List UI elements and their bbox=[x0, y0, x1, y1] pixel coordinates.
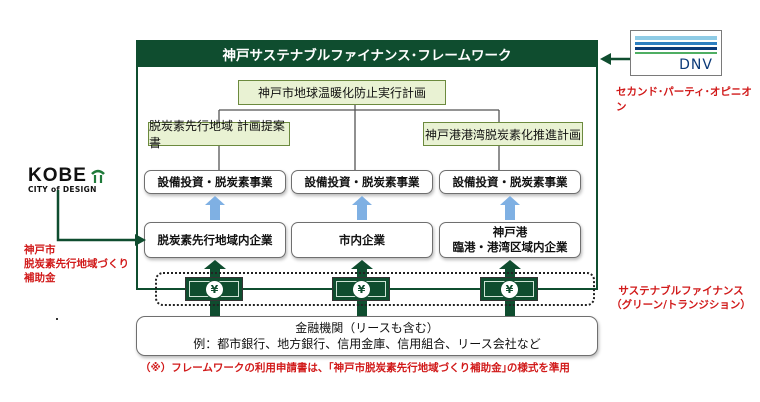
financial-institutions-examples: 例：都市銀行、地方銀行、信用金庫、信用組合、リース会社など bbox=[193, 337, 541, 351]
footnote: （※）フレームワークの利用申請書は、｢神戸市脱炭素先行地域づくり補助金｣の様式を… bbox=[140, 362, 570, 374]
dnv-logo-text: DNV bbox=[679, 57, 713, 73]
subsidy-arrow bbox=[56, 190, 146, 246]
yen-symbol: ¥ bbox=[205, 280, 224, 299]
framework-title: 神戸サステナブルファイナンス･フレームワーク bbox=[136, 40, 598, 67]
kobe-logo-subtext: CITY of DESIGN bbox=[28, 185, 97, 194]
yen-banknote-icon: ¥ bbox=[185, 277, 243, 301]
second-party-opinion-label: セカンド･パーティ･オピニオン bbox=[616, 86, 752, 113]
climate-action-plan-box: 神戸市地球温暖化防止実行計画 bbox=[238, 80, 446, 105]
kobe-logo-text: KOBE bbox=[28, 165, 87, 186]
recipient-label: 市内企業 bbox=[339, 232, 385, 247]
financial-institutions-box: 金融機関（リースも含む） 例：都市銀行、地方銀行、信用金庫、信用組合、リース会社… bbox=[136, 316, 598, 356]
sustainable-finance-label: サステナブルファイナンス （グリーン/トランジション） bbox=[611, 285, 751, 311]
kobe-port-decarbonization-plan-box: 神戸港港湾脱炭素化推進計画 bbox=[423, 122, 583, 146]
yen-symbol: ¥ bbox=[500, 280, 519, 299]
recipient-label: 神戸港 bbox=[492, 225, 528, 239]
up-arrow-icon bbox=[205, 196, 225, 220]
yen-symbol: ¥ bbox=[352, 280, 371, 299]
kobe-mark-icon bbox=[90, 169, 105, 183]
plan-connectors bbox=[218, 105, 500, 170]
recipient-box-decarbonization-area-companies: 脱炭素先行地域内企業 bbox=[144, 222, 286, 258]
yen-banknote-icon: ¥ bbox=[480, 277, 538, 301]
recipient-box-city-companies: 市内企業 bbox=[291, 222, 433, 258]
dnv-arrow bbox=[600, 53, 630, 65]
recipient-label: 脱炭素先行地域内企業 bbox=[157, 232, 273, 247]
dot-mark bbox=[56, 318, 58, 320]
up-arrow-icon bbox=[352, 196, 372, 220]
investment-box-2: 設備投資・脱炭素事業 bbox=[291, 170, 433, 194]
sustainable-finance-band bbox=[155, 272, 595, 306]
decarbonization-area-proposal-box: 脱炭素先行地域 計画提案書 bbox=[148, 119, 290, 150]
yen-banknote-icon: ¥ bbox=[332, 277, 390, 301]
up-arrow-icon bbox=[500, 196, 520, 220]
dnv-logo: DNV bbox=[630, 30, 722, 76]
recipient-box-kobe-port-companies: 神戸港 臨港・港湾区域内企業 bbox=[439, 222, 581, 258]
recipient-label: 臨港・港湾区域内企業 bbox=[452, 240, 568, 254]
financial-institutions-title: 金融機関（リースも含む） bbox=[295, 321, 439, 335]
investment-box-1: 設備投資・脱炭素事業 bbox=[144, 170, 286, 194]
investment-box-3: 設備投資・脱炭素事業 bbox=[439, 170, 581, 194]
subsidy-label: 神戸市 脱炭素先行地域づくり 補助金 bbox=[24, 244, 129, 284]
kobe-city-of-design-logo: KOBE CITY of DESIGN bbox=[28, 165, 118, 194]
